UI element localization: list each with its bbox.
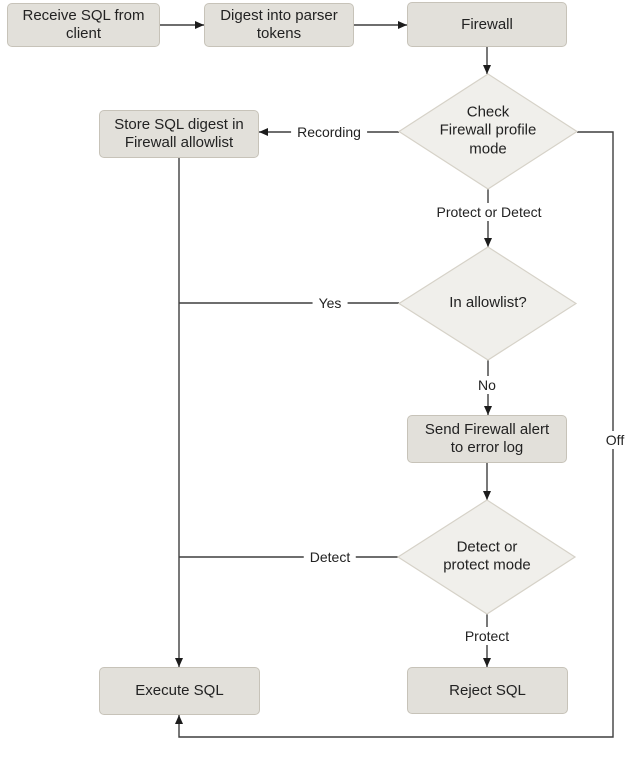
edge-label-protect: Protect <box>458 627 516 645</box>
edge-label-off: Off <box>599 431 631 449</box>
in-allowlist-diamond-shape <box>397 246 578 361</box>
node-send-alert: Send Firewall alert to error log <box>407 415 567 463</box>
label-check-profile-mode: Check Firewall profile mode <box>439 103 537 158</box>
edge-label-protect-or-detect: Protect or Detect <box>430 203 548 221</box>
node-execute-sql: Execute SQL <box>99 667 260 715</box>
edge-label-no: No <box>472 376 502 394</box>
label-detect-or-protect-mode: Detect or protect mode <box>443 538 531 574</box>
edge-label-detect: Detect <box>303 548 357 566</box>
node-firewall: Firewall <box>407 2 567 47</box>
edge-label-yes: Yes <box>312 294 348 312</box>
node-store-digest: Store SQL digest in Firewall allowlist <box>99 110 259 158</box>
node-receive-sql: Receive SQL from client <box>7 3 160 47</box>
edge-off-loop <box>175 131 614 738</box>
node-digest-tokens: Digest into parser tokens <box>204 3 354 47</box>
edge-label-recording: Recording <box>291 123 367 141</box>
label-in-allowlist: In allowlist? <box>449 293 527 311</box>
detect-mode-diamond-shape <box>396 499 577 615</box>
node-reject-sql: Reject SQL <box>407 667 568 714</box>
check-profile-diamond-shape <box>397 73 579 190</box>
